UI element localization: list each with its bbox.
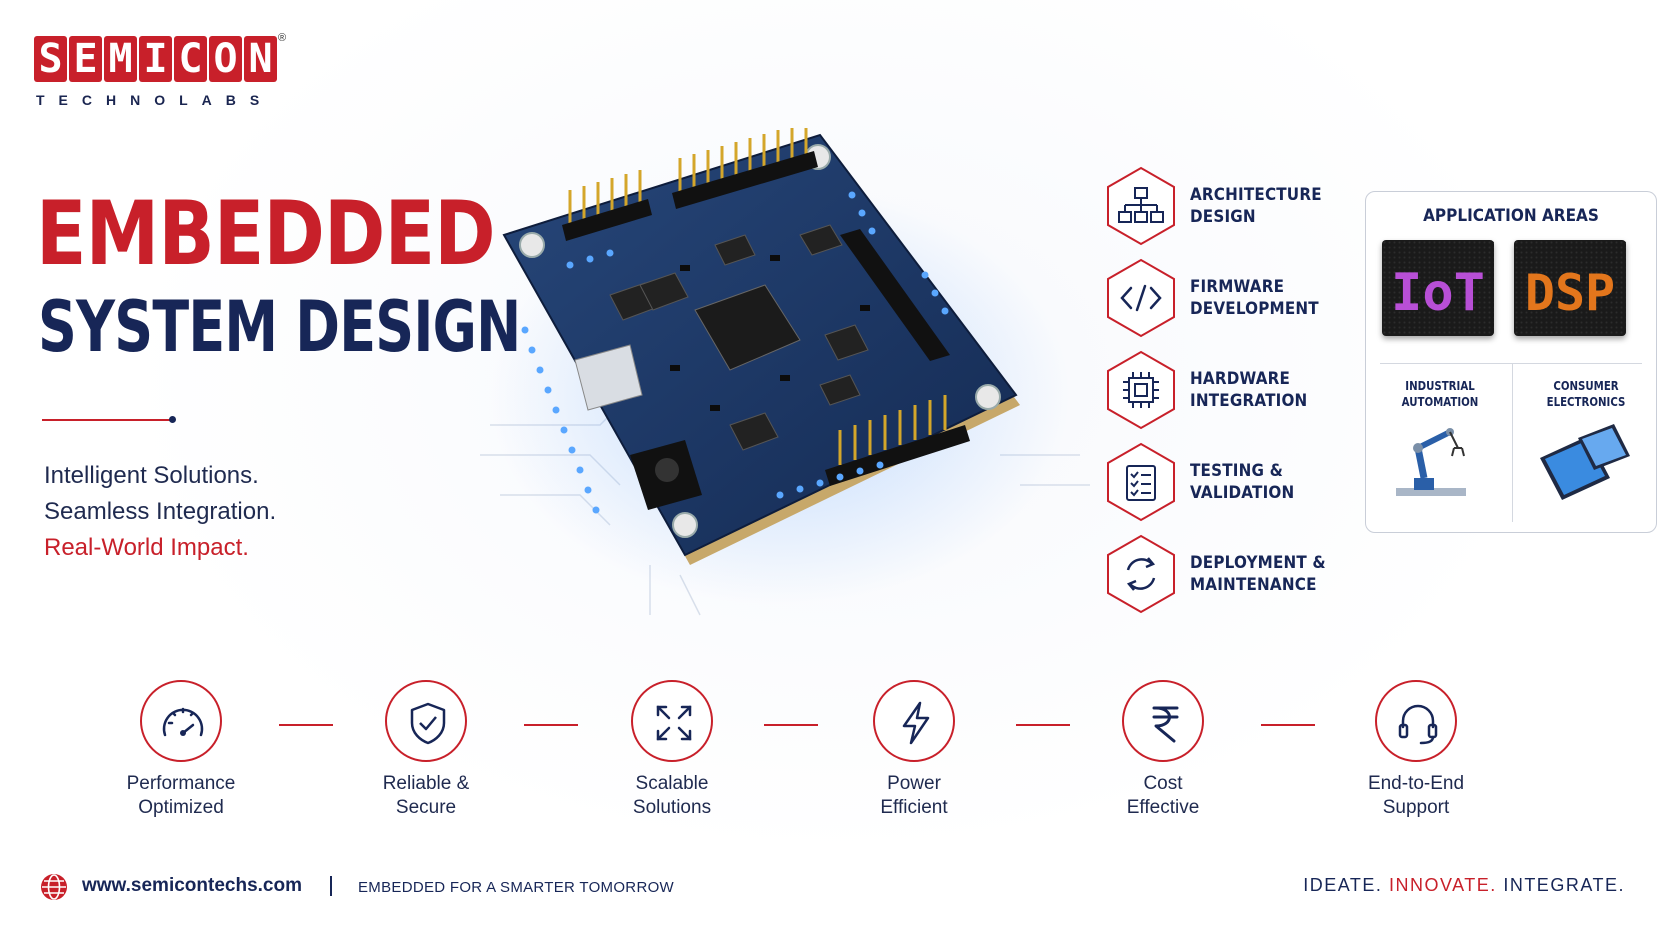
logo-letter: S: [34, 36, 67, 82]
feature-label: Performance Optimized: [126, 773, 236, 818]
service-hardware-integration[interactable]: HARDWARE INTEGRATION: [1104, 344, 1354, 436]
code-icon: [1104, 258, 1178, 338]
hero-divider: [42, 416, 176, 423]
dsp-tile-text: DSP: [1525, 264, 1615, 322]
rupee-icon: [1152, 706, 1179, 743]
shield-check-icon: [410, 702, 446, 745]
slogan-part: IDEATE.: [1303, 875, 1383, 895]
feature-cost[interactable]: Cost Effective: [1063, 680, 1263, 820]
feature-connector: [524, 724, 578, 726]
feature-label: Power Efficient: [880, 773, 948, 818]
tagline-highlight: Real-World Impact.: [44, 534, 249, 561]
registered-mark: ®: [278, 32, 287, 44]
logo-wordmark: S E M I C O N: [34, 36, 294, 82]
expand-arrows-icon: [656, 705, 692, 741]
footer-motto: EMBEDDED FOR A SMARTER TOMORROW: [358, 879, 675, 896]
cycle-icon: [1104, 534, 1178, 614]
feature-label: End-to-End Support: [1367, 773, 1465, 818]
service-label: ARCHITECTURE DESIGN: [1190, 185, 1322, 226]
slogan-part: INTEGRATE.: [1503, 875, 1625, 895]
feature-scalable[interactable]: Scalable Solutions: [572, 680, 772, 820]
service-testing-validation[interactable]: TESTING & VALIDATION: [1104, 436, 1354, 528]
hero-title-line2: SYSTEM DESIGN: [38, 286, 521, 368]
footer-slogan: IDEATE. INNOVATE. INTEGRATE.: [1303, 875, 1625, 896]
feature-support[interactable]: End-to-End Support: [1316, 680, 1516, 820]
feature-label: Scalable Solutions: [632, 773, 712, 818]
globe-icon: [41, 874, 67, 900]
hero-title-line1: EMBEDDED: [36, 182, 496, 285]
feature-label: Reliable & Secure: [382, 773, 470, 818]
hierarchy-icon: [1104, 166, 1178, 246]
tagline: Intelligent Solutions.: [44, 462, 259, 489]
service-firmware-development[interactable]: FIRMWARE DEVELOPMENT: [1104, 252, 1354, 344]
headset-icon: [1398, 704, 1438, 745]
service-label: FIRMWARE DEVELOPMENT: [1190, 277, 1319, 318]
feature-performance[interactable]: Performance Optimized: [81, 680, 281, 820]
logo-letter: O: [209, 36, 242, 82]
speedometer-icon: [162, 707, 204, 737]
application-areas-panel: APPLICATION AREAS IoT DS: [1365, 191, 1657, 533]
services-list: ARCHITECTURE DESIGN FIRMWARE DEVELOPMENT: [1104, 160, 1354, 620]
circuit-board-illustration: [480, 125, 1100, 625]
service-label: HARDWARE INTEGRATION: [1190, 369, 1308, 410]
logo-letter: C: [174, 36, 207, 82]
logo-letter: N: [244, 36, 277, 82]
logo-subtitle: TECHNOLABS: [36, 92, 274, 108]
slogan-part-highlight: INNOVATE.: [1388, 875, 1497, 895]
checklist-icon: [1104, 442, 1178, 522]
hero-taglines: Intelligent Solutions. Seamless Integrat…: [44, 458, 276, 566]
dsp-tile[interactable]: DSP: [1514, 240, 1626, 336]
footer-separator: [330, 876, 332, 896]
iot-tile-text: IoT: [1391, 263, 1485, 323]
service-label: TESTING & VALIDATION: [1190, 461, 1295, 502]
lightning-icon: [902, 701, 930, 745]
logo-letter: M: [104, 36, 137, 82]
logo-letter: I: [139, 36, 172, 82]
feature-connector: [279, 724, 333, 726]
service-architecture-design[interactable]: ARCHITECTURE DESIGN: [1104, 160, 1354, 252]
service-deployment-maintenance[interactable]: DEPLOYMENT & MAINTENANCE: [1104, 528, 1354, 620]
robot-arm-icon: [1396, 428, 1466, 496]
circuit-board-icon: [480, 128, 1090, 616]
industrial-automation-label: INDUSTRIAL AUTOMATION: [1401, 379, 1479, 409]
application-areas-title: APPLICATION AREAS: [1423, 206, 1599, 226]
feature-reliable[interactable]: Reliable & Secure: [326, 680, 526, 820]
feature-label: Cost Effective: [1126, 773, 1200, 818]
semicon-logo[interactable]: S E M I C O N ® TECHNOLABS: [34, 32, 294, 108]
website-link[interactable]: www.semicontechs.com: [82, 875, 302, 896]
feature-connector: [1016, 724, 1070, 726]
feature-connector: [1261, 724, 1315, 726]
devices-icon: [1540, 424, 1630, 500]
feature-power[interactable]: Power Efficient: [814, 680, 1014, 820]
consumer-electronics-label: CONSUMER ELECTRONICS: [1546, 379, 1626, 409]
logo-letter: E: [69, 36, 102, 82]
apps-divider: [1512, 364, 1513, 522]
tagline: Seamless Integration.: [44, 498, 277, 525]
chip-icon: [1104, 350, 1178, 430]
feature-connector: [764, 724, 818, 726]
feature-row: Performance Optimized Reliable & Secure: [0, 680, 1672, 830]
apps-divider: [1380, 363, 1642, 364]
service-label: DEPLOYMENT & MAINTENANCE: [1190, 553, 1326, 594]
iot-tile[interactable]: IoT: [1382, 240, 1494, 336]
